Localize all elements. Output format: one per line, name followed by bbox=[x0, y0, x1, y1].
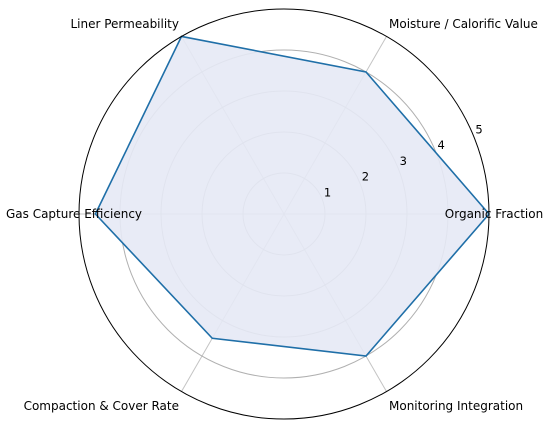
axis-label: Monitoring Integration bbox=[389, 399, 523, 413]
axis-label: Gas Capture Efficiency bbox=[6, 207, 142, 221]
radial-tick-label: 4 bbox=[438, 138, 445, 152]
radial-tick-label: 3 bbox=[400, 154, 407, 168]
outer-frame bbox=[78, 8, 490, 420]
radial-tick-label: 2 bbox=[362, 170, 369, 184]
axis-label: Organic Fraction bbox=[445, 207, 543, 221]
axis-label: Moisture / Calorific Value bbox=[389, 17, 538, 31]
radial-tick-label: 5 bbox=[475, 123, 482, 137]
series-polygon bbox=[94, 35, 491, 357]
axis-label: Compaction & Cover Rate bbox=[24, 399, 179, 413]
axis-label: Liner Permeability bbox=[70, 17, 179, 31]
series-layer bbox=[94, 35, 491, 357]
radial-tick-label: 1 bbox=[324, 185, 331, 199]
frame bbox=[78, 8, 490, 420]
